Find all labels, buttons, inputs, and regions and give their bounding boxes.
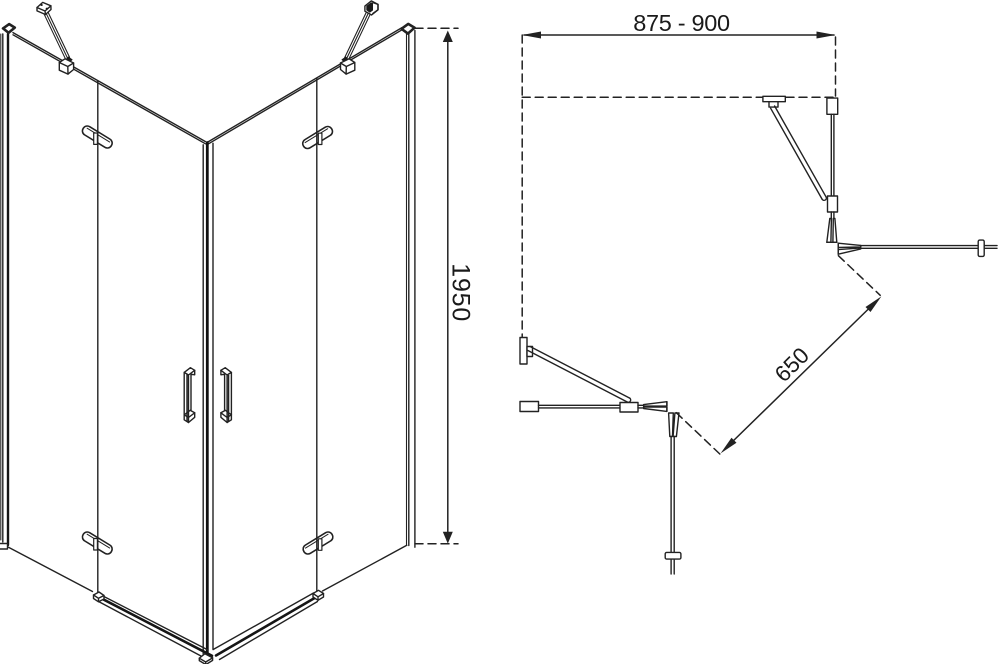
svg-text:650: 650 bbox=[770, 343, 814, 387]
svg-text:1950: 1950 bbox=[447, 263, 475, 322]
svg-text:875 - 900: 875 - 900 bbox=[633, 10, 730, 36]
